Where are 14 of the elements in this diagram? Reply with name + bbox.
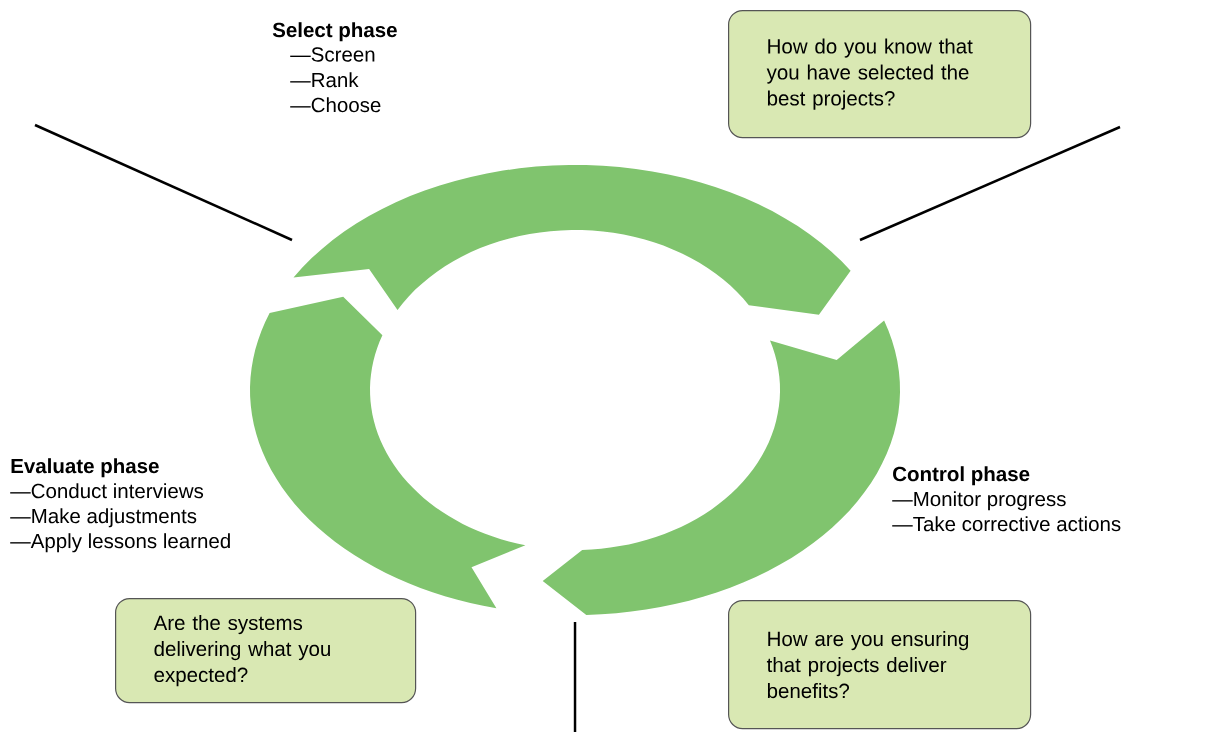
list-item: —Take corrective actions [892,516,1121,532]
list-item: —Monitor progress [892,491,1066,511]
list-item: —Rank [290,72,359,88]
question-box: How are you ensuring that projects deliver benefits? [728,600,1032,730]
list-item: —Apply lessons learned [10,533,230,553]
list-item: —Make adjustments [10,508,197,528]
list-item: —Conduct interviews [10,483,204,499]
phase-heading: Control phase [893,466,1030,486]
list-item: —Choose [290,97,381,113]
phase-heading: Evaluate phase [11,458,159,478]
list-item: —Screen [290,47,375,62]
question-box: Are the systems delivering what you expected? [115,598,417,704]
question-box: How do you know that you have selected the best projects? [728,10,1032,139]
phase-heading: Select phase [272,22,397,42]
